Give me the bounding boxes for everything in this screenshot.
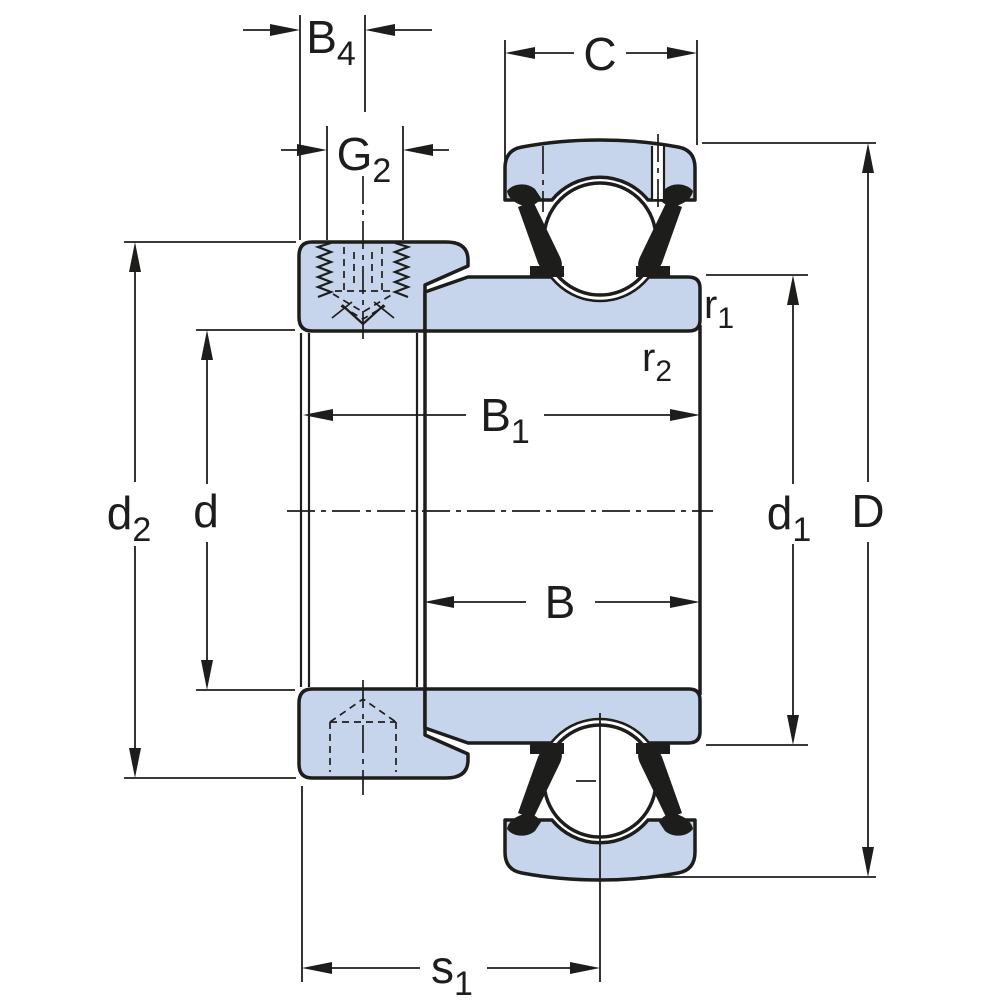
set-screw-hole-top [314,176,412,344]
arrowhead [670,596,700,608]
dim-label-g2: G2 [337,128,392,190]
dim-d: d [193,329,295,691]
dim-d2: d2 [107,241,296,779]
dim-label-c: C [583,28,616,80]
arrowhead [129,242,141,272]
arrowhead [297,144,327,156]
bearing-upper-half [297,138,702,333]
outer-ring [503,138,697,202]
dim-b: B [424,576,700,628]
part-edges [299,325,702,695]
arrowhead [570,962,600,974]
arrowhead [403,144,433,156]
arrowhead [787,715,799,745]
dim-c: C [504,28,698,162]
dim-d1: d1 [706,274,812,746]
dim-label-s1: s1 [431,941,473,1000]
dim-b1: B1 [303,389,700,451]
dim-s1: s1 [301,786,600,1000]
arrowhead [303,409,333,421]
dim-label-b1: B1 [480,389,530,451]
arrowhead [201,660,213,690]
arrowhead [302,962,332,974]
arrowhead [787,275,799,305]
set-screw-hole-bottom [329,680,397,795]
lubrication-hole [542,134,666,212]
arrowhead [201,330,213,360]
ball [542,181,658,297]
arrowhead [670,409,700,421]
dim-label-d2: d2 [107,487,152,549]
seal-left [507,184,564,277]
seal-right [636,184,693,277]
arrowhead [862,143,874,173]
locking-collar [297,240,470,333]
dim-label-r1: r1 [704,283,734,335]
arrowhead [862,847,874,877]
dim-label-d: d [193,485,219,537]
dim-label-b4: B4 [306,11,356,73]
arrowhead [667,47,697,59]
dim-g2: G2 [281,126,449,240]
arrowhead [129,748,141,778]
section-line-bottom [576,713,601,982]
bearing-lower-half [299,689,700,880]
dim-D: D [640,142,885,878]
dim-label-r2: r2 [642,336,672,388]
dim-b4: B4 [243,11,432,240]
arrowhead [365,24,395,36]
arrowhead [424,596,454,608]
dim-label-d1: d1 [767,487,812,549]
arrowhead [270,24,300,36]
dim-label-D: D [851,485,884,537]
arrowhead [505,47,535,59]
dim-label-b: B [545,576,576,628]
